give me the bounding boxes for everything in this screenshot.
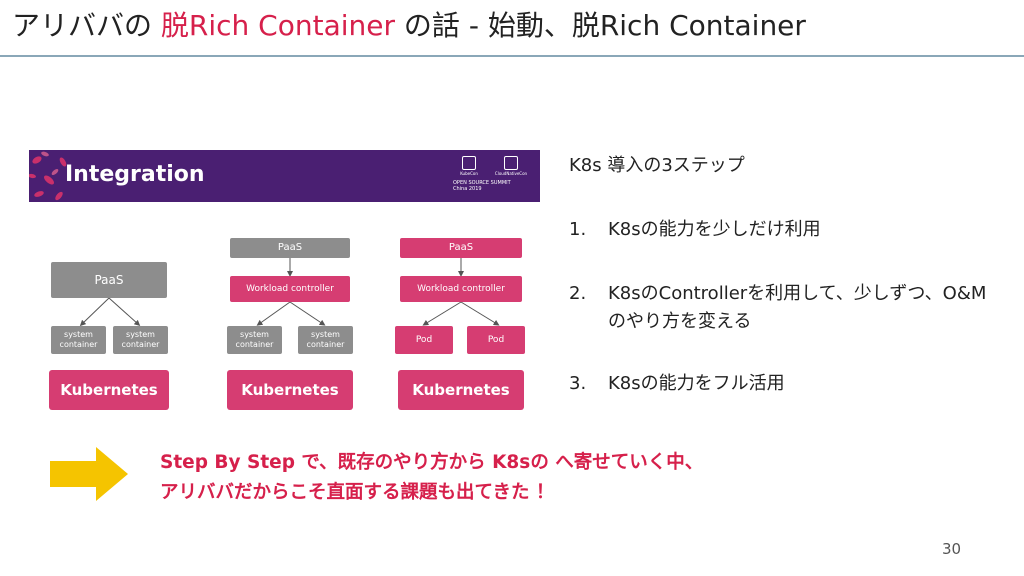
cloudnativecon-label: CloudNativeCon	[494, 171, 528, 176]
leaves-decoration-icon	[29, 151, 67, 201]
title-highlight: 脱Rich Container	[160, 9, 396, 42]
steps-panel: K8s 導入の3ステップ 1. K8sの能力を少しだけ利用 2. K8sのCon…	[569, 152, 1009, 394]
title-divider	[0, 55, 1024, 57]
step-text: K8sの能力を少しだけ利用	[608, 219, 821, 240]
col3-kubernetes-box: Kubernetes	[398, 370, 524, 410]
kubecon-logo: KubeCon	[449, 156, 489, 176]
integration-banner: Integration KubeCon CloudNativeCon OPEN …	[29, 150, 540, 202]
kubecon-label: KubeCon	[460, 171, 478, 176]
steps-heading: K8s 導入の3ステップ	[569, 155, 745, 176]
col1-kubernetes-box: Kubernetes	[49, 370, 169, 410]
col2-system-container-a: system container	[227, 326, 282, 354]
title-prefix: アリババの	[12, 9, 161, 42]
diagram-connectors	[79, 258, 500, 327]
col1-system-container-b: system container	[113, 326, 168, 354]
step-number: 2.	[569, 283, 587, 304]
col3-pod-a: Pod	[395, 326, 453, 354]
col2-kubernetes-box: Kubernetes	[227, 370, 353, 410]
callout-line-2: アリババだからこそ直面する課題も出てきた ！	[160, 482, 555, 503]
callout-text: Step By Step で、既存のやり方から K8sの へ寄せていく中、 アリ…	[160, 448, 920, 508]
open-source-summit-label: OPEN SOURCE SUMMIT China 2019	[453, 180, 511, 192]
conference-logos: KubeCon CloudNativeCon OPEN SOURCE SUMMI…	[447, 156, 535, 198]
integration-figure: Integration KubeCon CloudNativeCon OPEN …	[29, 150, 540, 420]
page-number: 30	[942, 540, 962, 558]
title-suffix: の話 - 始動、脱Rich Container	[395, 9, 806, 42]
kubecon-logo-icon	[462, 156, 476, 170]
summit-region: China 2019	[453, 186, 482, 192]
col2-paas-box: PaaS	[230, 238, 350, 258]
col2-system-container-b: system container	[298, 326, 353, 354]
step-number: 3.	[569, 373, 587, 394]
step-number: 1.	[569, 219, 587, 240]
banner-title: Integration	[65, 162, 205, 187]
col1-paas-box: PaaS	[51, 262, 167, 298]
cloudnativecon-logo-icon	[504, 156, 518, 170]
right-arrow-icon	[50, 447, 128, 501]
slide-title: アリババの 脱Rich Container の話 - 始動、脱Rich Cont…	[12, 6, 1012, 46]
callout-line-1: Step By Step で、既存のやり方から K8sの へ寄せていく中、	[160, 452, 704, 473]
col3-paas-box: PaaS	[400, 238, 522, 258]
col3-workload-controller: Workload controller	[400, 276, 522, 302]
step-text: K8sのControllerを利用して、少しずつ、O&Mのやり方を変える	[608, 283, 987, 332]
summit-name: OPEN SOURCE SUMMIT	[453, 180, 511, 186]
col2-workload-controller: Workload controller	[230, 276, 350, 302]
cloudnativecon-logo: CloudNativeCon	[491, 156, 531, 176]
col3-pod-b: Pod	[467, 326, 525, 354]
step-text: K8sの能力をフル活用	[608, 373, 785, 394]
col1-system-container-a: system container	[51, 326, 106, 354]
